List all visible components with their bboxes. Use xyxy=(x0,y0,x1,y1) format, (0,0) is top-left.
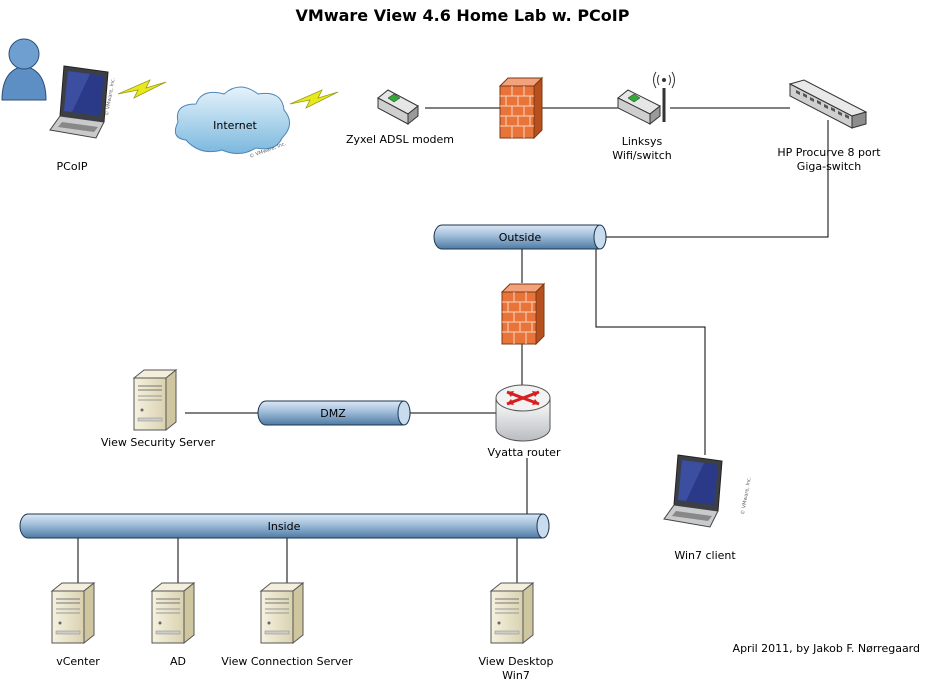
switch-label-line2: Giga-switch xyxy=(796,160,862,173)
credit-text: April 2011, by Jakob F. Nørregaard xyxy=(732,642,920,655)
router-label: Vyatta router xyxy=(487,446,561,459)
pcoip-label: PCoIP xyxy=(56,160,88,173)
dmz-segment: DMZ xyxy=(257,400,411,426)
security-server-icon xyxy=(133,369,177,431)
ad-server-icon xyxy=(151,582,195,644)
diagram-title: VMware View 4.6 Home Lab w. PCoIP xyxy=(295,6,630,25)
ad-label: AD xyxy=(170,655,186,668)
linksys-label: Linksys Wifi/switch xyxy=(592,135,692,163)
linksys-label-line1: Linksys xyxy=(621,135,663,148)
vcenter-server-icon xyxy=(51,582,95,644)
inside-segment-label: Inside xyxy=(268,520,301,533)
pcoip-laptop-icon: © VMware, Inc. xyxy=(49,65,117,139)
firewall-icon xyxy=(501,283,545,345)
connection-lines xyxy=(77,107,829,583)
watermark: © VMware, Inc. xyxy=(739,476,753,516)
win7-client-laptop-icon: © VMware, Inc. xyxy=(663,454,753,528)
wifi-router-icon xyxy=(617,71,675,126)
wireless-link-icon-2 xyxy=(289,89,339,109)
vcenter-label: vCenter xyxy=(56,655,100,668)
outside-segment: Outside xyxy=(433,224,607,250)
modem-label: Zyxel ADSL modem xyxy=(345,133,455,146)
internet-label: Internet xyxy=(213,119,257,132)
desktop-label: View Desktop Win7 xyxy=(466,655,566,683)
desktop-label-line2: Win7 xyxy=(502,669,530,682)
user-icon xyxy=(1,38,47,101)
link-outside-win7 xyxy=(595,249,706,455)
link-switch-outside xyxy=(605,120,829,238)
win7-client-label: Win7 client xyxy=(674,549,736,562)
connection-server-icon xyxy=(260,582,304,644)
router-icon xyxy=(495,384,551,442)
wireless-link-icon-1 xyxy=(117,79,167,99)
modem-icon xyxy=(377,89,419,126)
desktop-server-icon xyxy=(490,582,534,644)
cloud-icon: © VMware, Inc. xyxy=(174,86,290,160)
desktop-label-line1: View Desktop xyxy=(478,655,554,668)
inside-segment: Inside xyxy=(19,513,550,539)
outside-segment-label: Outside xyxy=(499,231,542,244)
dmz-segment-label: DMZ xyxy=(320,407,346,420)
firewall-icon xyxy=(499,77,543,139)
linksys-label-line2: Wifi/switch xyxy=(612,149,672,162)
switch-label-line1: HP Procurve 8 port xyxy=(777,146,881,159)
switch-label: HP Procurve 8 port Giga-switch xyxy=(764,146,894,174)
security-server-label: View Security Server xyxy=(100,436,216,449)
connection-server-label: View Connection Server xyxy=(221,655,353,668)
switch-icon xyxy=(788,79,868,129)
